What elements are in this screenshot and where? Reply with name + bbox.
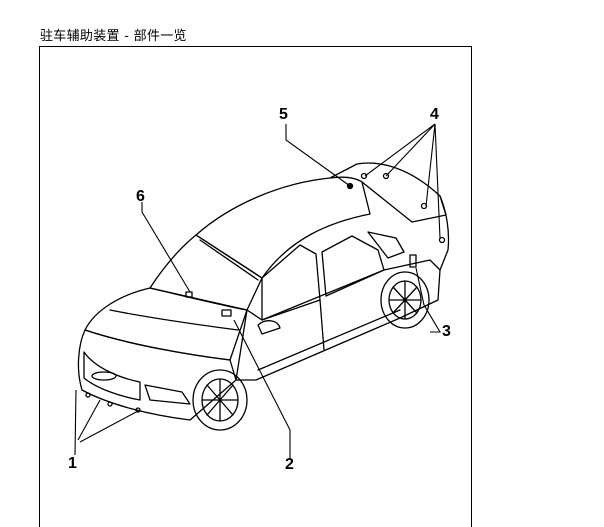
leader-3 [415,267,441,333]
diagram-frame [39,46,472,527]
car-front [77,329,237,421]
car-trunk [329,162,447,223]
car-hood [84,287,248,361]
leader-5 [285,124,351,187]
control-unit [409,254,417,268]
car-illustration [74,123,450,458]
side-mirror [257,320,281,335]
warning-display [221,309,232,317]
car-roof [195,176,371,279]
leader-6 [141,202,191,293]
car-body-side [235,259,441,381]
car-grille [83,351,141,401]
switch [185,291,193,298]
car-side-window-front [261,244,321,321]
car-side-window-rear [321,235,385,297]
sensor-dot-rear-1 [360,172,368,180]
callout-4: 4 [430,106,439,123]
sensor-dot-rear-2 [382,172,390,180]
leader-4 [364,123,441,239]
leader-2 [233,319,291,458]
sensor-dot-rear-4 [438,236,446,244]
page-title: 驻车辅助装置 - 部件一览 [40,29,187,44]
callout-5: 5 [279,106,288,123]
callout-2: 2 [285,456,294,473]
front-wheel [192,369,248,431]
callout-3: 3 [442,323,451,340]
car-windshield [149,234,263,311]
rear-wheel [380,271,430,329]
callout-6: 6 [136,188,145,205]
leader-1 [74,389,141,456]
callout-1: 1 [68,455,77,472]
